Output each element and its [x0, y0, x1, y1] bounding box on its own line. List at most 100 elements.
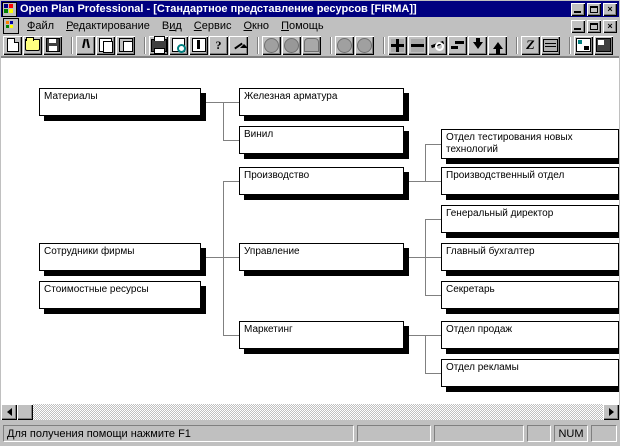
window-controls: × [571, 2, 617, 16]
new-button[interactable] [3, 35, 22, 55]
plus-icon [391, 38, 404, 52]
sphere-icon [264, 37, 279, 53]
scrollbar-thumb[interactable] [17, 404, 33, 420]
diagram-node-gen-director[interactable]: Генеральный директор [441, 205, 619, 238]
select-mode-button[interactable] [594, 35, 613, 55]
node-body: Генеральный директор [441, 205, 619, 233]
connector-trunk [223, 102, 224, 140]
menu-item-window-label: кно [252, 20, 270, 32]
menu-item-file[interactable]: Файл [21, 19, 60, 33]
copy-button[interactable] [96, 35, 115, 55]
connector-trunk [425, 335, 426, 373]
minus-icon [411, 38, 424, 52]
paste-button[interactable] [116, 35, 135, 55]
cut-button[interactable] [76, 35, 95, 55]
diagram-node-proizv-otdel[interactable]: Производственный отдел [441, 167, 619, 200]
print-preview-button[interactable] [169, 35, 188, 55]
node-body: Винил [239, 126, 404, 154]
diagram-node-upravlenie[interactable]: Управление [239, 243, 409, 276]
menu-item-window[interactable]: Окно [237, 19, 275, 33]
diagram-node-proizvodstvo[interactable]: Производство [239, 167, 409, 200]
diagram-node-armatura[interactable]: Железная арматура [239, 88, 409, 121]
save-button[interactable] [43, 35, 62, 55]
menu-item-help[interactable]: Помощь [275, 19, 330, 33]
scroll-left-button[interactable] [1, 404, 17, 420]
connector-branch [223, 257, 239, 258]
diagram-node-sotrudniki[interactable]: Сотрудники фирмы [39, 243, 206, 276]
resource-view-button[interactable] [262, 35, 281, 55]
diagram-node-otdel-prodazh[interactable]: Отдел продаж [441, 321, 619, 354]
step-button[interactable] [448, 35, 467, 55]
table-view-button[interactable] [541, 35, 560, 55]
mdi-window-controls: × [571, 19, 617, 33]
diagram-node-vinil[interactable]: Винил [239, 126, 409, 159]
scrollbar-track[interactable] [33, 404, 603, 420]
toolbar-separator [569, 36, 571, 54]
remove-button[interactable] [408, 35, 427, 55]
resource-group-button[interactable] [302, 35, 321, 55]
child-close-button[interactable]: × [603, 19, 617, 33]
add-button[interactable] [388, 35, 407, 55]
help-button[interactable]: ? [209, 35, 228, 55]
connector-materialy [1, 58, 619, 403]
node-label: Отдел рекламы [446, 362, 519, 373]
node-label: Отдел тестирования новых технологий [446, 132, 573, 155]
diagram-node-otdel-test[interactable]: Отдел тестирования новых технологий [441, 129, 619, 164]
copy-pages-icon [99, 38, 113, 53]
organize-button[interactable] [574, 35, 593, 55]
node-body: Сотрудники фирмы [39, 243, 201, 271]
view-b-button[interactable] [355, 35, 374, 55]
node-body: Производство [239, 167, 404, 195]
open-button[interactable] [23, 35, 42, 55]
node-label: Главный бухгалтер [446, 246, 535, 257]
zigzag-button[interactable]: Z [521, 35, 540, 55]
toolbar-group-print: ? [149, 35, 249, 55]
application-icon [2, 1, 17, 17]
status-pane-2 [434, 425, 524, 442]
menu-item-view[interactable]: Вид [156, 19, 188, 33]
diagram-node-gl-buhgalter[interactable]: Главный бухгалтер [441, 243, 619, 276]
scroll-right-button[interactable] [603, 404, 619, 420]
node-label: Стоимостные ресурсы [44, 284, 149, 295]
connector-trunk [223, 181, 224, 335]
diagram-node-materialy[interactable]: Материалы [39, 88, 206, 121]
menu-item-view-label: и [169, 20, 176, 32]
context-help-button[interactable] [229, 35, 248, 55]
mdi-child-icon[interactable] [3, 18, 19, 34]
menu-item-edit[interactable]: Редактирование [60, 19, 156, 33]
connector-marketing [1, 58, 619, 403]
menu-item-service[interactable]: Сервис [188, 19, 238, 33]
diagram-node-marketing[interactable]: Маркетинг [239, 321, 409, 354]
toolbar-group-clipboard [76, 35, 136, 55]
sphere-detail-icon [284, 37, 299, 53]
move-up-button[interactable] [488, 35, 507, 55]
node-label: Управление [244, 246, 300, 257]
toolbar-group-layout: Z [521, 35, 561, 55]
updown-button[interactable] [189, 35, 208, 55]
zigzag-icon: Z [525, 37, 536, 52]
print-button[interactable] [149, 35, 168, 55]
diagram-node-otdel-reklamy[interactable]: Отдел рекламы [441, 359, 619, 392]
connector-branch [425, 219, 441, 220]
menu-bar: Файл Редактирование Вид Сервис Окно Помо… [1, 18, 619, 34]
connector-branch [425, 295, 441, 296]
close-button[interactable]: × [603, 2, 617, 16]
toolbar-separator [516, 36, 518, 54]
link-button[interactable] [428, 35, 447, 55]
diagram-node-sekretar[interactable]: Секретарь [441, 281, 619, 314]
diagram-node-stoimostnye[interactable]: Стоимостные ресурсы [39, 281, 206, 314]
view-a-button[interactable] [335, 35, 354, 55]
horizontal-scrollbar[interactable] [1, 403, 619, 420]
child-minimize-button[interactable] [571, 19, 585, 33]
toolbar-group-views [335, 35, 375, 55]
connector-branch [425, 257, 441, 258]
move-down-button[interactable] [468, 35, 487, 55]
status-num-indicator: NUM [554, 425, 588, 442]
child-restore-button[interactable] [587, 19, 601, 33]
restore-button[interactable] [587, 2, 601, 16]
grid-icon [543, 38, 558, 52]
minimize-button[interactable] [571, 2, 585, 16]
resource-detail-button[interactable] [282, 35, 301, 55]
